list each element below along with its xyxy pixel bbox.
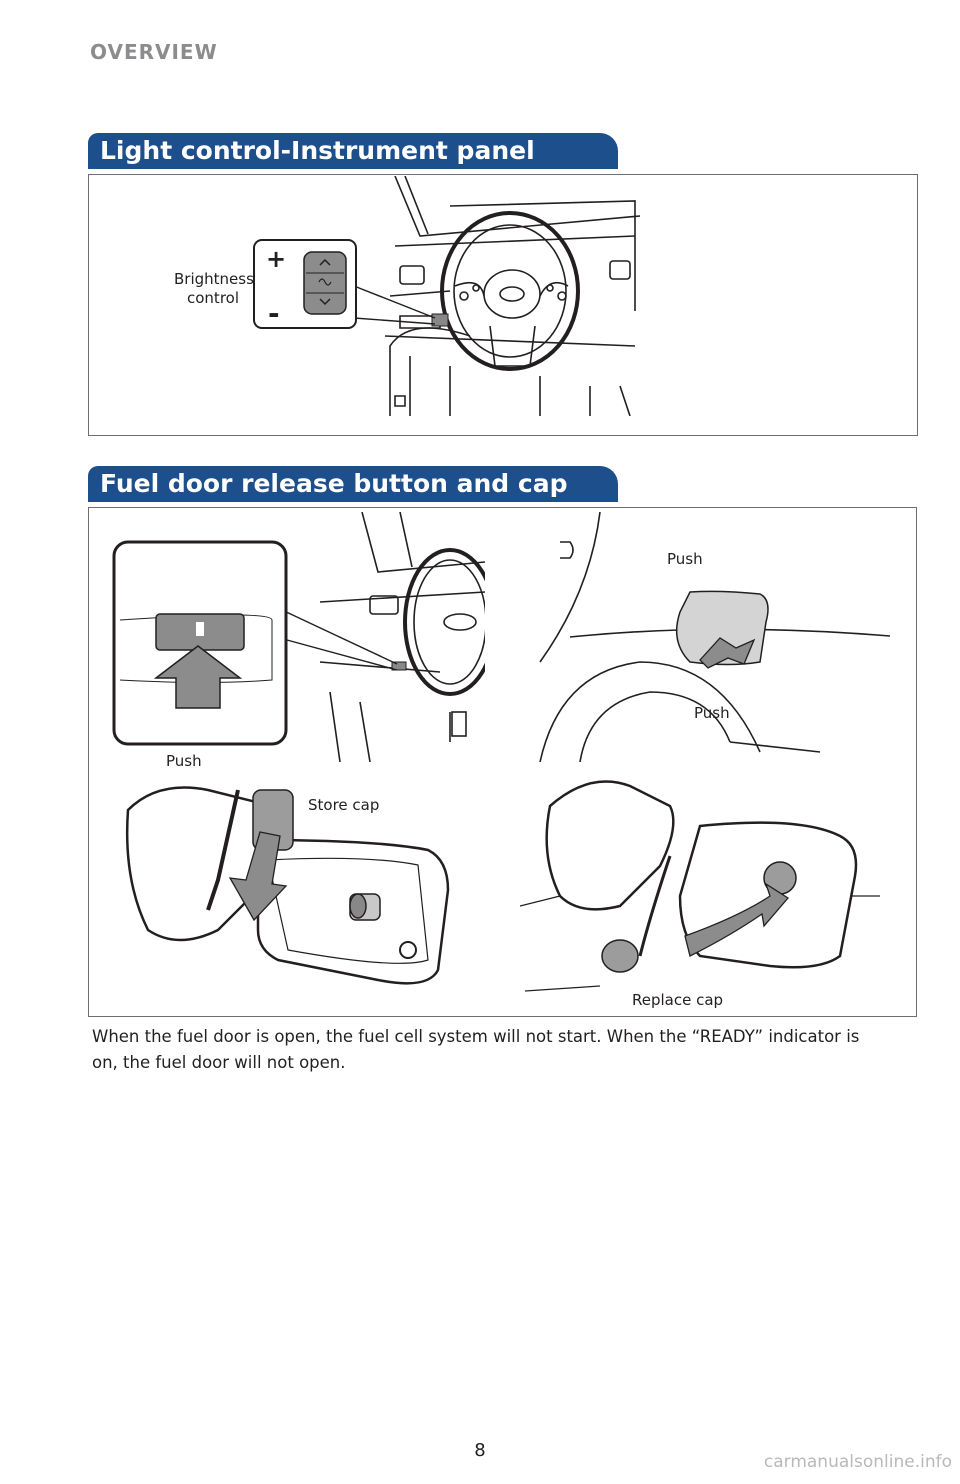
minus-sign: -	[268, 297, 280, 330]
push-label-button: Push	[166, 752, 202, 770]
page-number: 8	[474, 1440, 486, 1461]
store-cap-label: Store cap	[308, 796, 380, 814]
replace-cap-illustration	[520, 780, 880, 992]
push-label-door-2: Push	[694, 704, 730, 722]
brightness-switch-callout	[253, 239, 357, 329]
fuel-door-title-text: Fuel door release button and cap	[100, 469, 568, 498]
fuel-door-caption: When the fuel door is open, the fuel cel…	[92, 1027, 860, 1072]
fuel-release-dashboard-illustration	[319, 512, 485, 762]
light-control-title-text: Light control-Instrument panel	[100, 136, 535, 165]
light-control-panel	[88, 174, 918, 436]
fuel-door-title: Fuel door release button and cap	[88, 466, 618, 502]
fuel-release-button-callout	[112, 540, 398, 746]
section-label: OVERVIEW	[90, 40, 218, 64]
fuel-door-body-illustration	[539, 512, 891, 762]
brightness-label: Brightness	[174, 270, 254, 288]
light-control-title: Light control-Instrument panel	[88, 133, 618, 169]
replace-cap-label: Replace cap	[632, 991, 724, 1009]
watermark: carmanualsonline.info	[763, 1452, 952, 1472]
brightness-label-2: control	[187, 289, 239, 307]
instrument-panel-illustration	[353, 176, 641, 416]
plus-sign: +	[266, 245, 287, 273]
push-label-door: Push	[667, 550, 703, 568]
store-cap-illustration	[125, 786, 450, 985]
